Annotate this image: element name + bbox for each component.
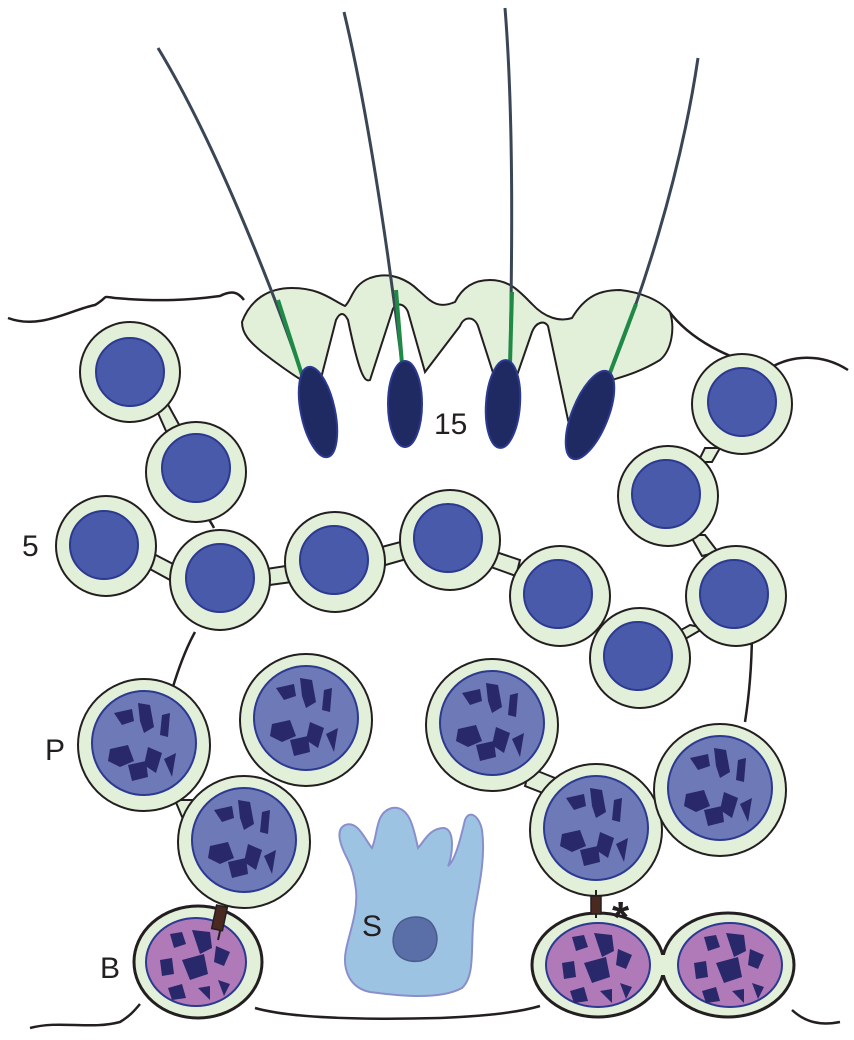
round-spermatid-nucleus: [700, 560, 768, 628]
round-spermatid-nucleus: [632, 460, 700, 528]
bottom-basement-outline-mid: [255, 1006, 540, 1019]
sperm-head-icon: [483, 359, 523, 449]
sertoli-nucleus: [393, 917, 437, 961]
label-5: 5: [22, 530, 39, 563]
round-spermatid-nucleus: [604, 622, 672, 690]
round-spermatid-nucleus: [186, 544, 254, 612]
midpiece-icon: [510, 292, 512, 364]
round-spermatid-nucleus: [708, 368, 776, 436]
round-spermatid-nucleus: [96, 338, 164, 406]
label-basal: B: [100, 952, 120, 985]
sertoli-cell: [339, 808, 483, 996]
sperm-head-icon: [292, 363, 344, 460]
label-sertoli: S: [362, 910, 382, 943]
label-15: 15: [434, 408, 467, 441]
round-spermatid-nucleus: [300, 526, 368, 594]
cytoplasmic-bridge: [655, 955, 672, 975]
bottom-basement-outline-left: [30, 1004, 140, 1028]
asterisk-marker: *: [612, 893, 630, 942]
sertoli-cell-body: [339, 808, 483, 996]
bottom-basement-outline-right: [792, 1010, 840, 1024]
round-spermatid-nucleus: [70, 511, 138, 579]
round-spermatid-nucleus: [414, 504, 482, 572]
top-surface-outline: [8, 293, 244, 322]
junction-icon: [591, 896, 601, 914]
label-primary: P: [45, 734, 65, 767]
round-spermatid-nucleus: [524, 560, 592, 628]
round-spermatid-group: [56, 322, 792, 708]
flagellated-cell-group: [158, 8, 698, 465]
sperm-head-icon: [388, 361, 422, 447]
round-spermatid-nucleus: [162, 434, 230, 502]
